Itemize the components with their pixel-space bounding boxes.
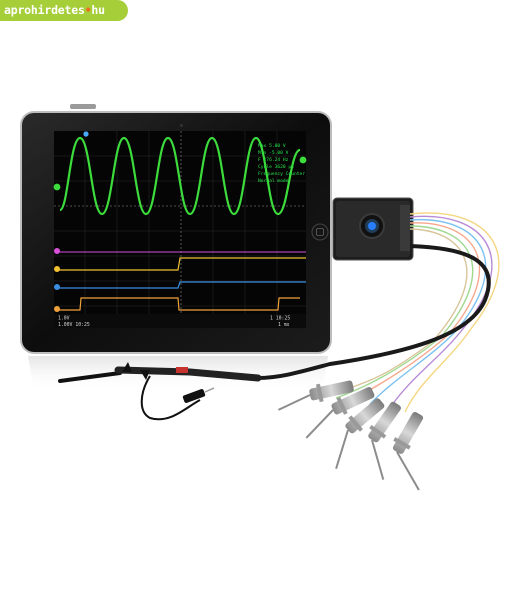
logic-clip-1	[277, 380, 354, 411]
screen-status-bar: 1.0V 1.00V 10:25 1 10:25 1 ms	[54, 314, 306, 328]
digital-trace-2	[58, 257, 306, 271]
cursor-marker-icon	[83, 131, 89, 137]
channel-marker-icon	[54, 248, 60, 254]
watermark-badge: aprohirdetes•hu	[0, 0, 128, 21]
oscilloscope-adapter	[332, 197, 414, 261]
home-button-icon	[311, 223, 329, 241]
tablet-button	[70, 104, 96, 109]
logic-clip-4	[368, 401, 401, 480]
status-text: 1.0V	[58, 316, 70, 322]
measurement-line: Max 5.00 V	[258, 143, 286, 149]
analog-probe-cable	[257, 244, 491, 380]
channel-marker-icon	[54, 266, 60, 272]
watermark-tld: hu	[91, 3, 105, 17]
oscilloscope-screen: Max 5.00 V Min -5.00 V F 276.24 Hz Cycle…	[53, 131, 307, 328]
measurement-readout: Max 5.00 V Min -5.00 V F 276.24 Hz Cycle…	[258, 143, 305, 184]
status-text: 1.00V 10:25	[58, 322, 90, 328]
measurement-line: Min -5.00 V	[258, 150, 289, 156]
channel-marker-icon	[53, 183, 61, 191]
channel-marker-icon	[54, 306, 60, 312]
channel-marker-icon	[54, 284, 60, 290]
digital-trace-3	[58, 281, 306, 289]
measurement-line: F 276.24 Hz	[258, 157, 289, 163]
logic-clip-3	[335, 398, 385, 470]
logic-clip-5	[392, 411, 424, 491]
watermark-brand: aprohirdetes	[4, 3, 85, 17]
analog-trace	[58, 136, 301, 216]
measurement-line: Frequency Counter	[258, 171, 305, 177]
status-text: 1 10:25	[270, 316, 290, 322]
trigger-marker-icon	[299, 156, 307, 164]
digital-trace-4	[58, 297, 300, 311]
oscilloscope-probe	[58, 362, 262, 421]
watermark-dot-icon: •	[84, 3, 92, 17]
logic-clips	[277, 380, 424, 491]
measurement-line: Cycle 3620 µs	[258, 164, 294, 170]
status-text: 1 ms	[278, 322, 290, 328]
logic-probe-wires	[323, 212, 500, 413]
logic-clip-2	[305, 386, 375, 439]
measurement-line: Normal mode	[258, 178, 289, 184]
